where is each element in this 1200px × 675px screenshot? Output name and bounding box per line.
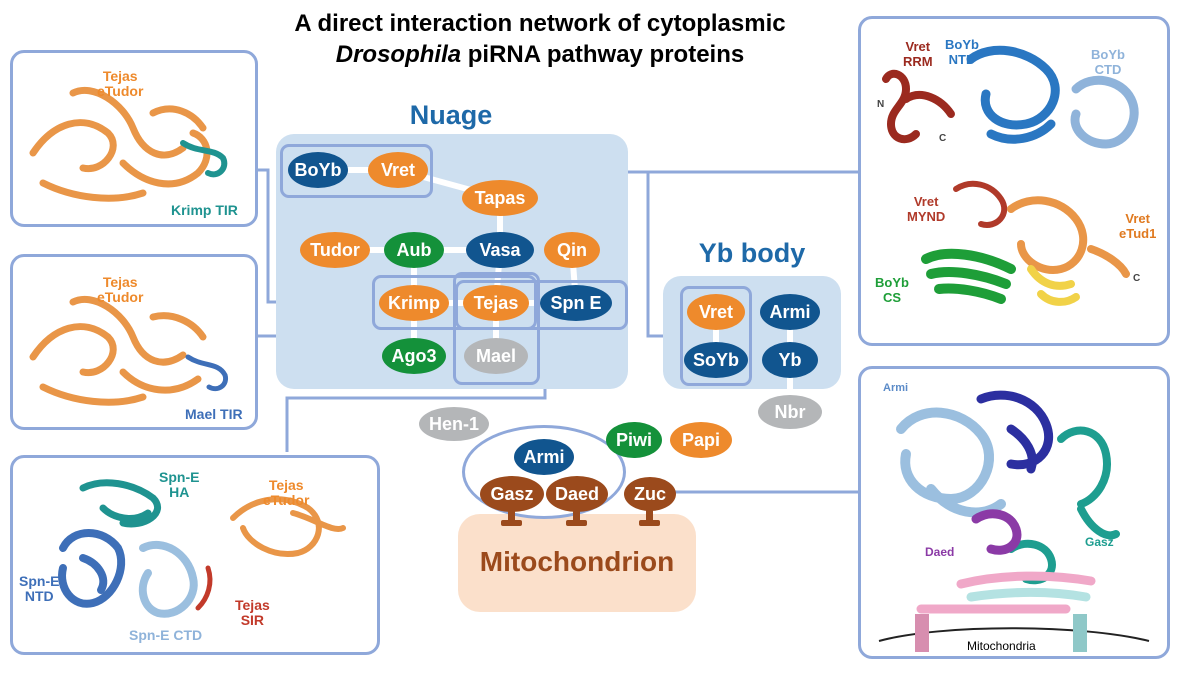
mitochondrion-title: Mitochondrion <box>479 546 675 577</box>
node-vret: Vret <box>368 152 428 188</box>
node-yb-vret: Vret <box>687 294 745 330</box>
teal-tm-helix <box>1073 614 1087 652</box>
label-c-terminus-2: C <box>1133 273 1141 284</box>
label-krimp-tir: Krimp TIR <box>171 202 238 218</box>
gasz-anchor-base <box>501 520 522 526</box>
structure-panel-armi-daed-gasz: Armi Daed Gasz Mitochondria <box>858 366 1170 659</box>
node-mito-armi: Armi <box>514 439 574 475</box>
mitochondrion-region <box>458 514 696 612</box>
diagram-title: A direct interaction network of cytoplas… <box>230 8 850 70</box>
label-daed: Daed <box>925 545 955 559</box>
vret-boyb-structure-image <box>882 45 1139 306</box>
label-armi: Armi <box>883 382 909 394</box>
node-vasa: Vasa <box>466 232 534 268</box>
label-n-terminus: N <box>877 99 885 110</box>
node-spne: Spn E <box>540 285 612 321</box>
title-rest: piRNA pathway proteins <box>461 41 745 68</box>
yb-body-title: Yb body <box>698 238 806 268</box>
nuage-title: Nuage <box>409 100 493 130</box>
node-zuc: Zuc <box>624 477 676 511</box>
node-daed: Daed <box>546 476 608 512</box>
node-ago3: Ago3 <box>382 338 446 374</box>
node-yb-armi: Armi <box>760 294 820 330</box>
mitochondria-membrane <box>878 627 1150 642</box>
frame-tejas-spne <box>455 280 628 330</box>
label-c-terminus: C <box>939 133 947 144</box>
node-papi: Papi <box>670 422 732 458</box>
tejas-mael-structure-image <box>29 295 229 406</box>
node-gasz: Gasz <box>480 476 544 512</box>
zuc-anchor-base <box>639 520 660 526</box>
spne-tejas-structure-image <box>58 479 346 618</box>
connector-ybbody-panel5 <box>646 172 664 338</box>
label-gasz: Gasz <box>1085 535 1114 549</box>
frame-tejas-mael <box>453 272 540 385</box>
daed-anchor-base <box>566 520 587 526</box>
node-krimp: Krimp <box>379 285 449 321</box>
zuc-anchor-stem <box>646 505 653 523</box>
gasz-anchor-stem <box>508 505 515 523</box>
node-yb-yb: Yb <box>762 342 818 378</box>
frame-boyb-vret <box>280 144 433 198</box>
node-piwi: Piwi <box>606 422 662 458</box>
node-mael: Mael <box>464 338 528 374</box>
title-italic: Drosophila <box>335 41 462 68</box>
tejas-krimp-structure-image <box>29 86 228 202</box>
daed-anchor-stem <box>573 505 580 523</box>
title-line-2: Drosophila piRNA pathway proteins <box>230 39 850 70</box>
armi-daed-gasz-structure-image <box>878 390 1150 652</box>
title-line-1: A direct interaction network of cytoplas… <box>294 10 786 37</box>
node-yb-nbr: Nbr <box>758 395 822 429</box>
node-boyb: BoYb <box>288 152 348 188</box>
label-spne-ctd: Spn-E CTD <box>129 627 203 643</box>
label-mitochondria: Mitochondria <box>967 639 1036 653</box>
node-tudor: Tudor <box>300 232 370 268</box>
pink-tm-helix <box>915 614 929 652</box>
connector-mael-panel3 <box>285 380 547 452</box>
node-aub: Aub <box>384 232 444 268</box>
node-hen1: Hen-1 <box>419 407 489 441</box>
node-tapas: Tapas <box>462 180 538 216</box>
node-yb-soyb: SoYb <box>684 342 748 378</box>
frame-vret-soyb <box>680 286 752 386</box>
node-qin: Qin <box>544 232 600 268</box>
label-mael-tir: Mael TIR <box>185 406 243 422</box>
node-tejas: Tejas <box>463 285 529 321</box>
